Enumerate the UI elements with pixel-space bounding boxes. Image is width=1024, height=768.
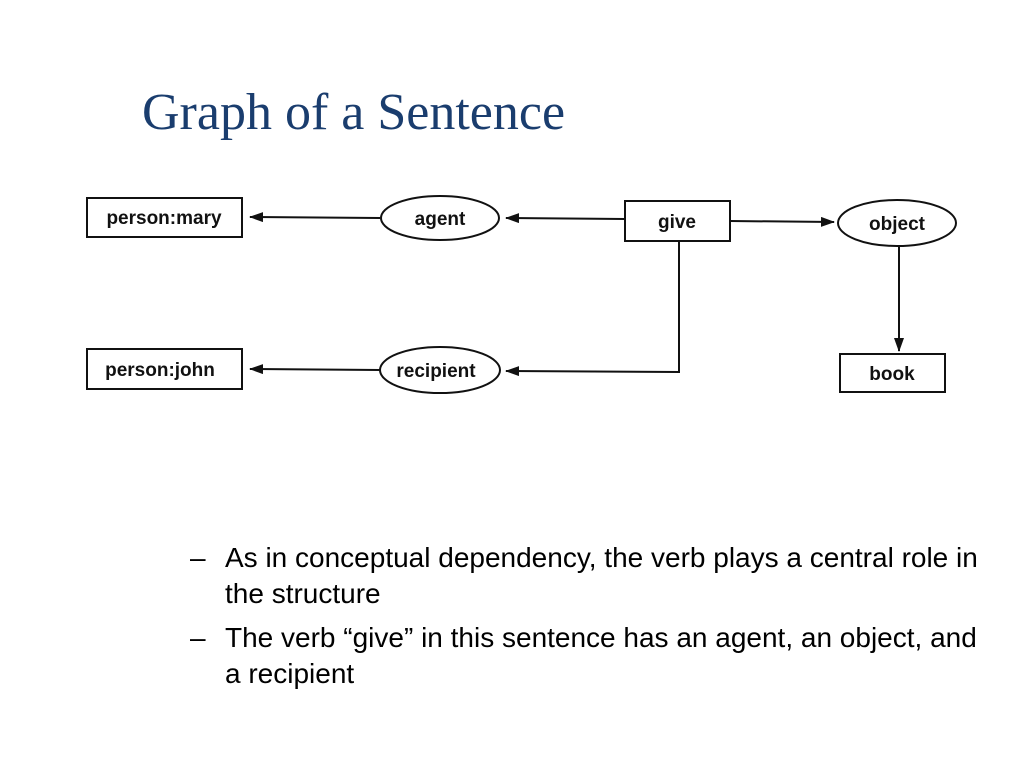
- relation-object: object: [837, 199, 957, 247]
- relation-agent-label: agent: [415, 209, 466, 230]
- bullet-item: – The verb “give” in this sentence has a…: [190, 620, 1000, 692]
- concept-person-mary-label: person:mary: [106, 208, 222, 229]
- concept-person-john-label: person:john: [105, 360, 215, 381]
- bullet-list: – As in conceptual dependency, the verb …: [190, 540, 1000, 700]
- bullet-item: – As in conceptual dependency, the verb …: [190, 540, 1000, 612]
- concept-book: book: [839, 353, 946, 393]
- relation-recipient: recipient: [379, 346, 501, 394]
- slide-title: Graph of a Sentence: [142, 84, 566, 141]
- bullet-text: The verb “give” in this sentence has an …: [225, 622, 977, 689]
- concept-give-label: give: [658, 212, 696, 233]
- edge-give-to-recipient: [505, 241, 680, 377]
- edge-agent-to-mary: [249, 212, 381, 223]
- edge-give-to-object: [729, 216, 835, 227]
- bullet-dash: –: [190, 542, 206, 573]
- concept-give: give: [624, 200, 731, 242]
- relation-object-label: object: [869, 214, 926, 235]
- concept-person-mary: person:mary: [86, 197, 243, 238]
- relation-agent: agent: [380, 195, 500, 241]
- bullet-text: As in conceptual dependency, the verb pl…: [225, 542, 978, 609]
- concept-book-label: book: [869, 364, 915, 385]
- edge-recipient-to-john: [249, 364, 381, 375]
- relation-recipient-label: recipient: [396, 361, 476, 382]
- bullet-dash: –: [190, 622, 206, 653]
- edge-give-to-agent: [505, 213, 626, 224]
- concept-person-john: person:john: [86, 348, 243, 390]
- conceptual-graph-diagram: person:mary give person:john book agent …: [86, 195, 957, 394]
